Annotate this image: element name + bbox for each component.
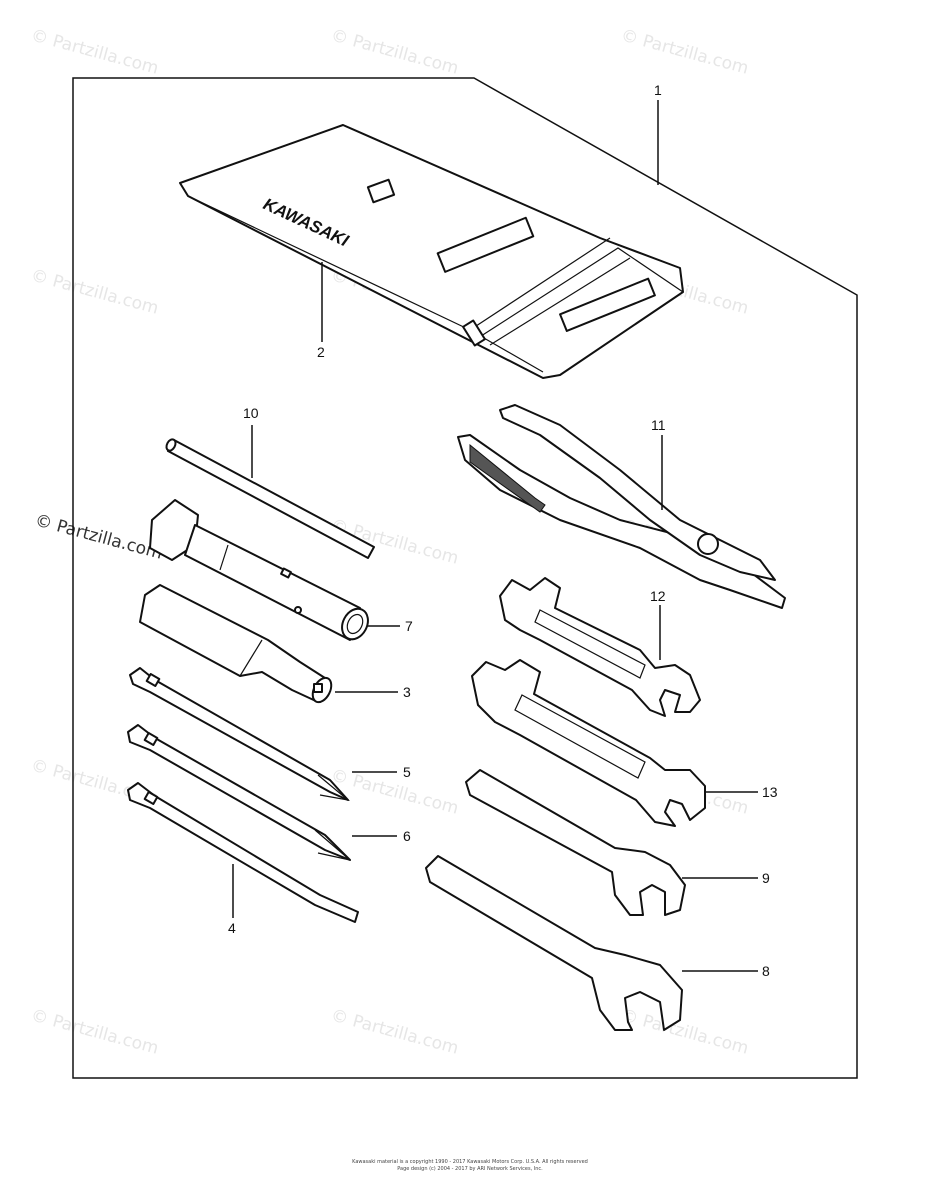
watermark-dark: © Partzilla.com [33,511,165,564]
callout-1: 1 [654,82,662,98]
callout-4: 4 [228,920,236,936]
callout-9: 9 [762,870,770,886]
pliers [457,404,786,609]
tommy-bar [165,438,375,559]
callout-2: 2 [317,344,325,360]
phillips-bit-large [127,724,351,861]
wrench-8 [425,855,683,1031]
watermark: © Partzilla.com [29,26,161,79]
copyright-line-2: Page design (c) 2004 - 2017 by ARI Netwo… [397,1166,543,1172]
wrench-9 [465,769,686,916]
callout-8: 8 [762,963,770,979]
watermark: © Partzilla.com [619,1006,751,1059]
callout-11: 11 [651,417,666,433]
callout-10: 10 [243,405,259,421]
diagram-frame [72,77,858,1079]
watermark: © Partzilla.com [619,26,751,79]
callout-7: 7 [405,618,413,634]
watermark: © Partzilla.com [329,1006,461,1059]
watermark: © Partzilla.com [329,26,461,79]
watermark: © Partzilla.com [29,266,161,319]
callout-3: 3 [403,684,411,700]
leader-lines [232,100,758,972]
flat-bit [127,782,359,923]
callouts: 1 2 10 11 7 12 3 5 13 6 9 4 8 [228,82,778,979]
phillips-bit-small [129,667,351,801]
wrench-13 [471,659,706,827]
callout-5: 5 [403,764,411,780]
watermark: © Partzilla.com [329,766,461,819]
callout-6: 6 [403,828,411,844]
copyright-notice: Kawasaki material is a copyright 1990 - … [0,1159,940,1173]
callout-12: 12 [650,588,666,604]
callout-13: 13 [762,784,778,800]
watermark: © Partzilla.com [29,1006,161,1059]
plug-wrench [149,499,369,641]
driver-handle [139,584,333,704]
tool-bag: KAWASAKI [179,124,684,379]
copyright-line-1: Kawasaki material is a copyright 1990 - … [352,1159,588,1165]
wrench-12 [499,577,701,717]
